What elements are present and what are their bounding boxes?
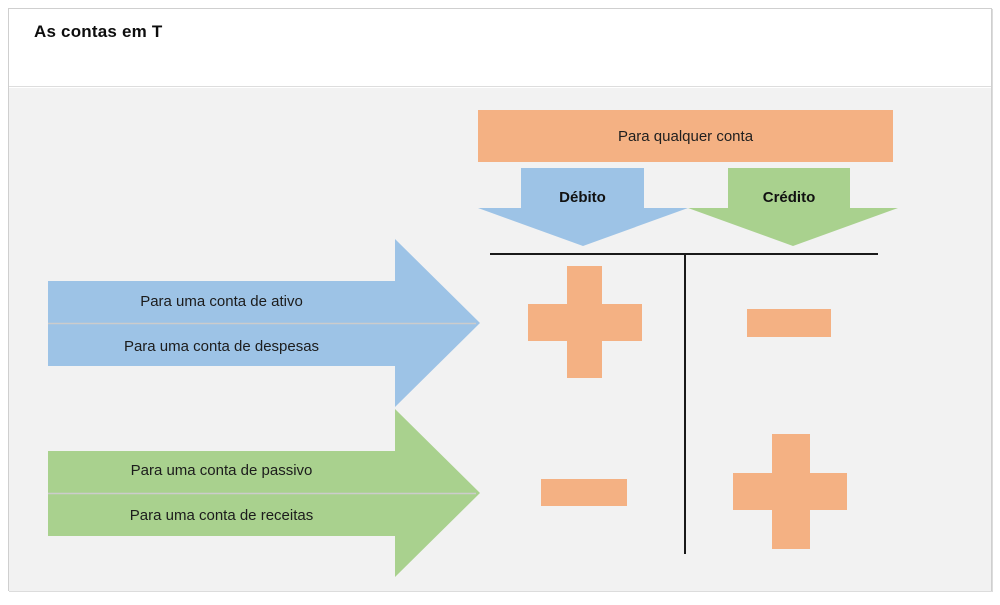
page-title: As contas em T [34, 22, 163, 41]
debit-label: Débito [559, 189, 606, 206]
minus-sign-debit-bottom [541, 479, 627, 506]
credit-label: Crédito [762, 189, 816, 206]
asset-expense-arrow [48, 239, 480, 407]
credit-down-arrow [688, 168, 898, 246]
plus-horizontal-bar [733, 473, 847, 510]
any-account-box: Para qualquer conta [478, 110, 893, 162]
plus-sign-credit-bottom [733, 434, 847, 549]
asset-row-label: Para uma conta de ativo [140, 293, 303, 310]
expense-row-label: Para uma conta de despesas [123, 338, 320, 355]
plus-sign-debit-top [528, 266, 642, 378]
t-account-horizontal-line [490, 253, 878, 255]
credit-down-arrow-shape [688, 168, 898, 246]
liability-row-label: Para uma conta de passivo [130, 462, 313, 479]
minus-sign-credit-top [747, 309, 831, 337]
revenue-row-label: Para uma conta de receitas [129, 507, 314, 524]
plus-horizontal-bar [528, 304, 642, 341]
debit-down-arrow [478, 168, 688, 246]
title-bar: As contas em T [9, 9, 991, 87]
debit-down-arrow-shape [478, 168, 688, 246]
any-account-label: Para qualquer conta [617, 127, 754, 145]
t-account-vertical-line [684, 255, 686, 554]
liability-revenue-arrow [48, 409, 480, 577]
